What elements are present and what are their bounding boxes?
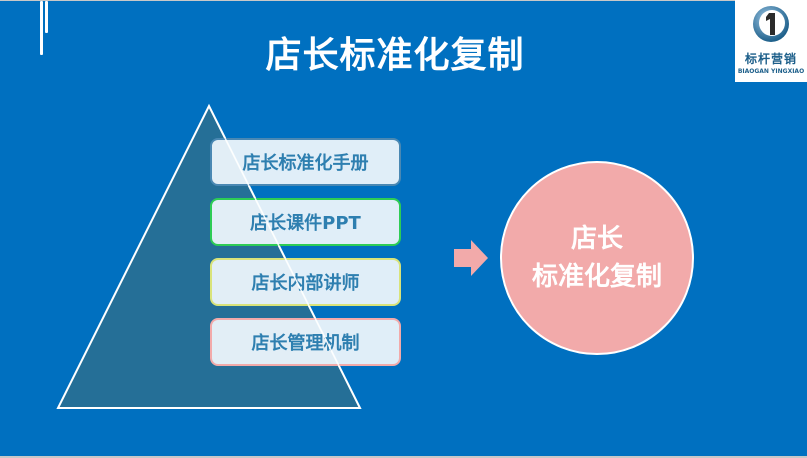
pyramid-item-management-mechanism: 店长管理机制: [210, 318, 401, 366]
slide-title: 店长标准化复制: [265, 35, 525, 76]
pyramid-item-courseware: 店长课件PPT: [210, 198, 401, 246]
result-circle: 店长 标准化复制: [500, 161, 694, 355]
pyramid-item-manual: 店长标准化手册: [210, 138, 401, 186]
result-line-1: 店长: [570, 224, 623, 254]
bottom-edge: [0, 456, 807, 458]
decorative-line-short: [45, 1, 48, 33]
pyramid-item-internal-trainer: 店长内部讲师: [210, 258, 401, 306]
right-arrow-icon: [454, 240, 488, 276]
brand-logo: 标杆营销 BIAOGAN YINGXIAO: [735, 0, 807, 82]
number-1-logo-icon: [753, 6, 789, 42]
logo-name-cn: 标杆营销: [744, 52, 797, 66]
logo-name-en: BIAOGAN YINGXIAO: [737, 68, 805, 75]
top-edge: [0, 0, 807, 1]
result-line-2: 标准化复制: [531, 262, 662, 292]
decorative-line-long: [40, 1, 43, 55]
